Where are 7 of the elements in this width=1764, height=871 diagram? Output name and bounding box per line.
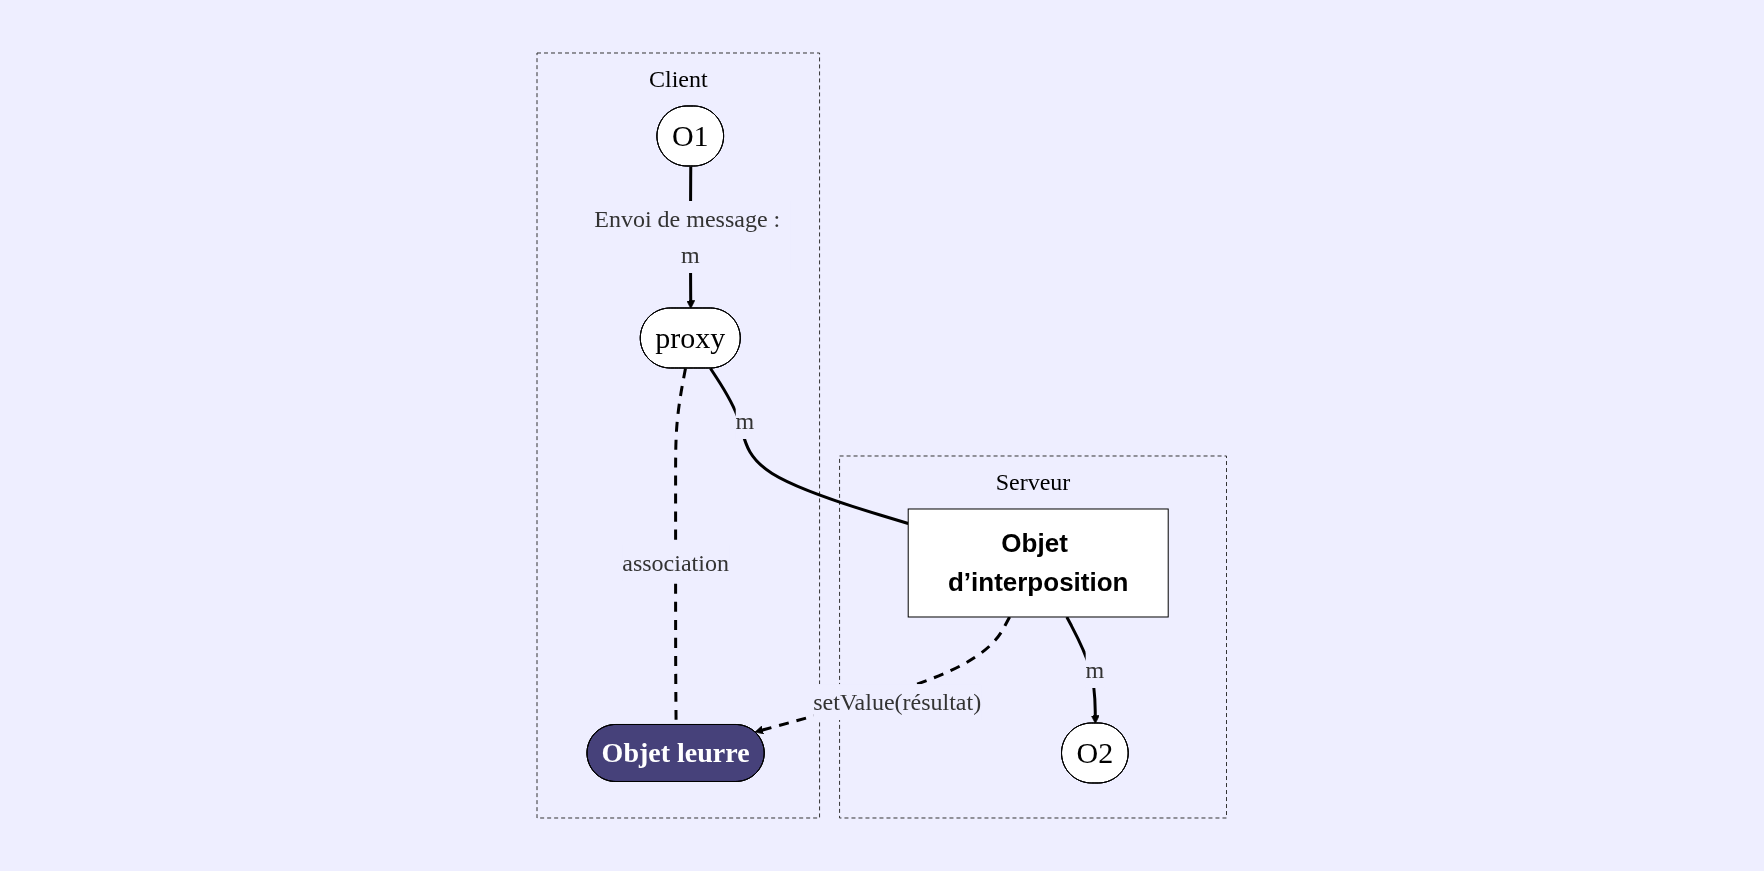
edge-label: Envoi de message : m bbox=[594, 206, 781, 268]
connector bbox=[709, 367, 909, 525]
edge-label: m bbox=[1085, 656, 1105, 683]
edge-label: m bbox=[735, 407, 755, 434]
arrow bbox=[754, 616, 1012, 735]
edge-label: association bbox=[622, 549, 730, 576]
node-box: Objet d’interposition bbox=[907, 508, 1169, 618]
